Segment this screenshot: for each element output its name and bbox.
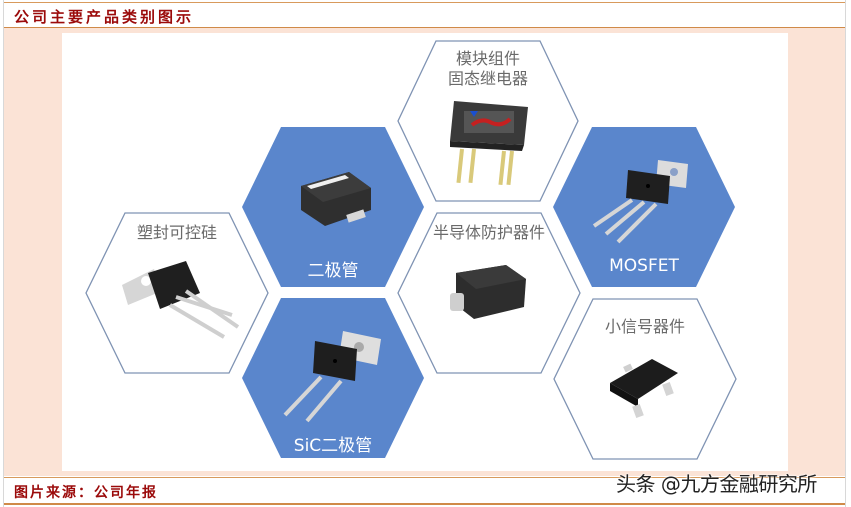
to220-3pin-icon xyxy=(122,261,240,339)
hex-label-module: 模块组件 xyxy=(455,49,520,68)
figure-source: 图片来源：公司年报 xyxy=(14,485,158,501)
page-frame-right xyxy=(845,0,846,507)
hex-thyristor: 塑封可控硅 xyxy=(84,211,270,375)
hex-module-ssr: 模块组件 固态继电器 xyxy=(396,39,580,203)
figure-title-bar: 公司主要产品类别图示 xyxy=(4,2,845,29)
page-frame-left xyxy=(3,0,4,507)
figure-title: 公司主要产品类别图示 xyxy=(14,8,195,26)
to220-2pin-icon xyxy=(283,331,381,423)
sot23-icon xyxy=(610,359,678,419)
hex-mosfet: MOSFET xyxy=(552,126,736,288)
hex-sic-diode: SiC二极管 xyxy=(241,297,425,459)
hex-protection: 半导体防护器件 xyxy=(396,211,582,375)
relay-module-icon xyxy=(450,101,528,186)
hex-label-diode: 二极管 xyxy=(307,261,359,281)
smd-diode-icon xyxy=(301,172,371,226)
hex-label-mosfet: MOSFET xyxy=(609,256,679,276)
hexagon-filled-shape xyxy=(242,298,424,458)
hex-label-small-signal: 小信号器件 xyxy=(604,317,685,336)
hex-diode: 二极管 xyxy=(241,126,425,288)
product-diagram: 模块组件 固态继电器 二极管 xyxy=(62,33,788,471)
to220-3pin-icon xyxy=(592,160,688,244)
hex-label-protection: 半导体防护器件 xyxy=(432,223,545,242)
hexagon-filled-shape xyxy=(553,127,735,287)
hex-label-thyristor: 塑封可控硅 xyxy=(136,223,217,242)
hex-label-sic-diode: SiC二极管 xyxy=(293,436,373,456)
figure-source-bar: 图片来源：公司年报 xyxy=(4,477,845,505)
hex-small-signal: 小信号器件 xyxy=(552,297,738,461)
hex-label-ssr: 固态继电器 xyxy=(447,69,528,88)
watermark-text: 头条 @九方金融研究所 xyxy=(616,472,817,496)
smd-tvs-icon xyxy=(450,265,526,319)
